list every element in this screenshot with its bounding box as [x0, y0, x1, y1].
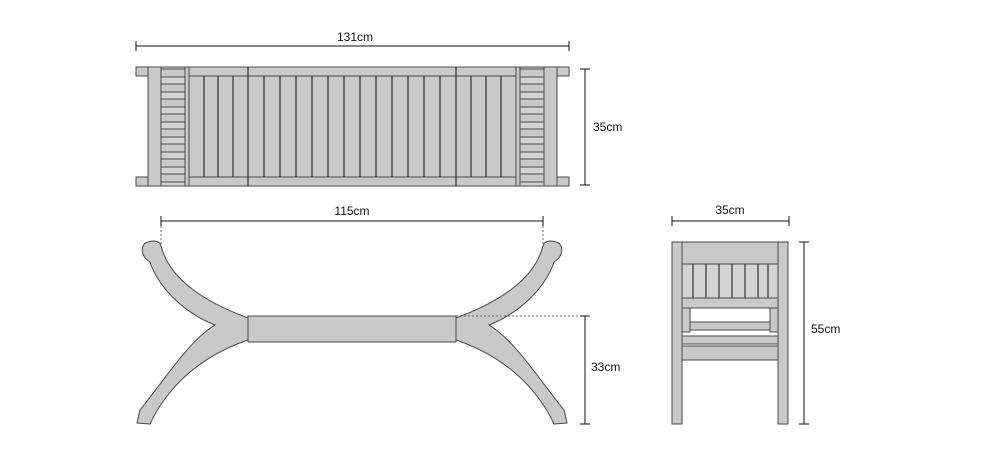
side-seat [681, 297, 779, 309]
top-seat-slats [188, 66, 517, 187]
seat-length-label: 115cm [334, 204, 369, 218]
side-right-post [777, 241, 789, 425]
top-view: 131cm [135, 30, 622, 187]
seat-height-dimension: 33cm [580, 315, 620, 425]
total-height-label: 55cm [811, 322, 840, 336]
front-view: 115cm 33cm [136, 204, 620, 425]
side-left-post [671, 241, 683, 425]
side-width-label: 35cm [715, 203, 744, 217]
seat-length-dimension: 115cm [160, 204, 544, 244]
top-left-rail [147, 66, 162, 187]
top-width-label: 35cm [593, 120, 622, 134]
side-width-dimension: 35cm [671, 203, 790, 226]
front-left-leg [136, 240, 249, 425]
top-length-label: 131cm [337, 30, 373, 44]
top-length-dimension: 131cm [135, 30, 570, 51]
top-right-rail [543, 66, 558, 187]
top-width-dimension: 35cm [580, 68, 622, 186]
side-stretcher [681, 345, 779, 361]
front-right-leg [455, 240, 568, 425]
total-height-dimension: 55cm [799, 241, 840, 425]
front-seat [247, 315, 457, 343]
side-view: 35cm 55cm [671, 203, 840, 425]
seat-height-label: 33cm [591, 360, 620, 374]
